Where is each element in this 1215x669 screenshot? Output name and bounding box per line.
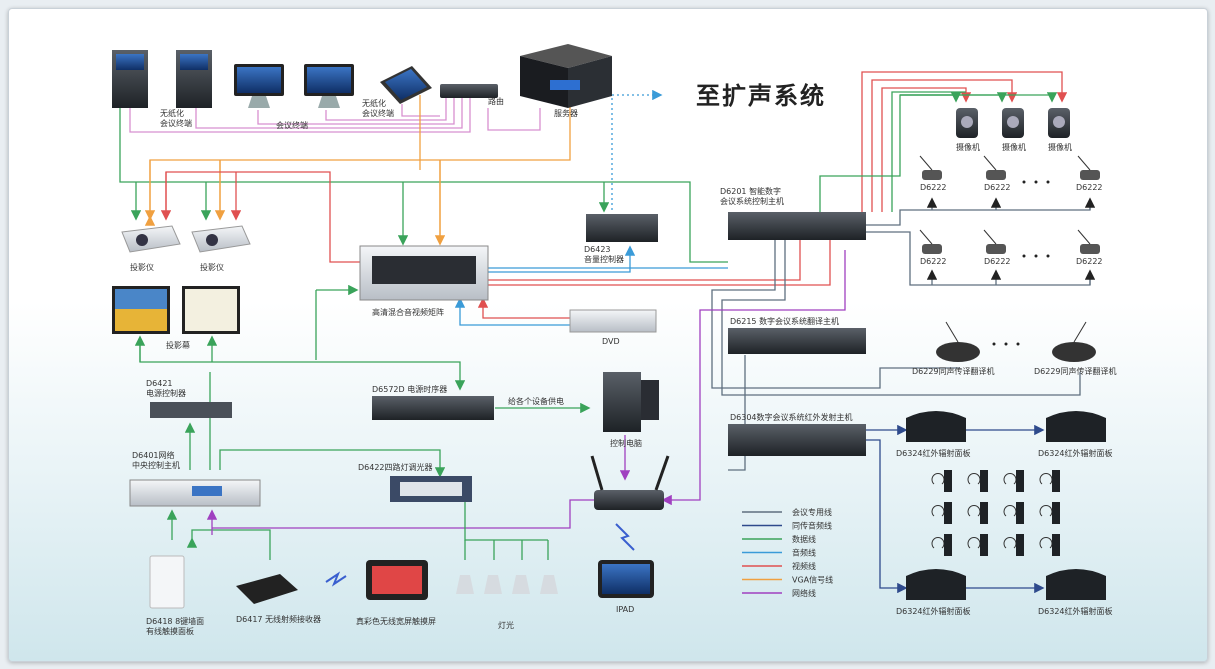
label-wireless-receiver: D6417 无线射频接收器 [236, 614, 321, 624]
label-wall-touch-panel: D6418 8键墙面有线触摸面板 [146, 616, 204, 636]
label-ir-panel-4: D6324红外辐射面板 [1038, 606, 1113, 616]
label-mic-r1-3: D6222 [1076, 183, 1103, 192]
label-translator-1: D6229同声传译翻译机 [912, 366, 995, 376]
legend-label-6: 网络线 [792, 588, 816, 598]
label-router: 路由 [488, 96, 504, 106]
ir-transmitter [728, 424, 866, 456]
label-supply: 给各个设备供电 [508, 396, 564, 406]
ir-panels [906, 411, 1106, 600]
legend-label-5: VGA信号线 [792, 575, 833, 585]
wifi-router [590, 455, 670, 510]
paperless-terminal-left [112, 50, 212, 108]
label-touch-screen: 真彩色无线宽屏触摸屏 [356, 616, 436, 626]
control-pc [603, 372, 659, 432]
label-dvd: DVD [602, 337, 620, 346]
label-mic-r1-2: D6222 [984, 183, 1011, 192]
volume-controller [586, 214, 658, 242]
lights-bulbs [456, 575, 558, 594]
label-translator-2: D6229同声传译翻译机 [1034, 366, 1117, 376]
node-labels: 至扩声系统 无纸化会议终端 会议终端 无纸化会议终端 路由 服务器 摄像机 摄像… [130, 82, 1117, 636]
label-ir-panel-3: D6324红外辐射面板 [896, 606, 971, 616]
label-control-pc: 控制电脑 [610, 438, 642, 448]
connection-lines [119, 71, 1096, 594]
label-power-sequencer: D6572D 电源时序器 [372, 384, 447, 394]
touch-screen-device [366, 560, 428, 600]
power-controller [150, 402, 232, 418]
central-control-host [129, 479, 261, 507]
wall-touch-panel [149, 555, 185, 609]
label-light-dimmer: D6422四路灯调光器 [358, 462, 433, 472]
label-paperless-terminal-2: 无纸化会议终端 [362, 98, 394, 118]
label-projection-screen: 投影幕 [166, 340, 190, 350]
router-device [440, 84, 498, 98]
legend-label-1: 同传音频线 [792, 521, 832, 531]
label-av-matrix: 高清混合音视频矩阵 [372, 307, 444, 317]
ir-receiver-1-0 [931, 502, 952, 524]
ir-receiver-0-0 [931, 470, 952, 492]
projectors [121, 225, 251, 253]
label-ir-transmitter: D6304数字会议系统红外发射主机 [730, 412, 853, 422]
mics-row-2 [919, 229, 1100, 254]
mics-row-1 [919, 155, 1100, 180]
ir-receiver-2-2 [1003, 534, 1024, 556]
av-matrix [359, 245, 489, 301]
legend-label-2: 数据线 [792, 534, 816, 544]
ipad-device [598, 560, 654, 598]
label-server: 服务器 [554, 108, 578, 118]
label-lights: 灯光 [498, 620, 514, 630]
projection-screens [112, 286, 240, 334]
dvd-player [569, 309, 657, 333]
label-translation-host: D6215 数字会议系统翻译主机 [730, 316, 839, 326]
cameras [956, 108, 1070, 138]
ir-receiver-1-1 [967, 502, 988, 524]
ir-receivers [931, 470, 1060, 556]
label-mic-r1-1: D6222 [920, 183, 947, 192]
label-meeting-terminal: 会议终端 [276, 120, 308, 130]
ir-receiver-0-2 [1003, 470, 1024, 492]
legend-label-4: 视频线 [792, 561, 816, 571]
monitor-terminals [234, 64, 432, 108]
translation-host [728, 328, 866, 354]
ir-receiver-0-3 [1039, 470, 1060, 492]
label-mic-r2-1: D6222 [920, 257, 947, 266]
conference-host [728, 212, 866, 240]
light-dimmer [390, 476, 472, 502]
ir-receiver-1-2 [1003, 502, 1024, 524]
wireless-signal-icon [325, 571, 347, 587]
mic-dots [992, 180, 1050, 346]
ir-receiver-1-3 [1039, 502, 1060, 524]
ir-receiver-2-3 [1039, 534, 1060, 556]
label-conference-host: D6201 智能数字会议系统控制主机 [720, 186, 784, 206]
label-projector-1: 投影仪 [130, 262, 154, 272]
label-ir-panel-2: D6324红外辐射面板 [1038, 448, 1113, 458]
label-paperless-terminal: 无纸化会议终端 [160, 108, 192, 128]
wireless-receiver [236, 574, 298, 604]
legend-label-0: 会议专用线 [792, 507, 832, 517]
label-ipad: IPAD [616, 605, 634, 614]
title-pa-system: 至扩声系统 [696, 82, 826, 110]
label-ir-panel-1: D6324红外辐射面板 [896, 448, 971, 458]
label-camera-3: 摄像机 [1048, 142, 1072, 152]
label-camera-1: 摄像机 [956, 142, 980, 152]
ir-receiver-0-1 [967, 470, 988, 492]
ir-receiver-2-1 [967, 534, 988, 556]
legend-label-3: 音频线 [792, 548, 816, 558]
server-device [520, 44, 612, 108]
label-camera-2: 摄像机 [1002, 142, 1026, 152]
ir-receiver-2-0 [931, 534, 952, 556]
label-mic-r2-2: D6222 [984, 257, 1011, 266]
translators [936, 321, 1096, 362]
label-projector-2: 投影仪 [200, 262, 224, 272]
wireless-signal-icon-2 [615, 523, 635, 551]
label-central-host: D6401网络中央控制主机 [132, 450, 180, 470]
power-sequencer [372, 396, 494, 420]
label-mic-r2-3: D6222 [1076, 257, 1103, 266]
